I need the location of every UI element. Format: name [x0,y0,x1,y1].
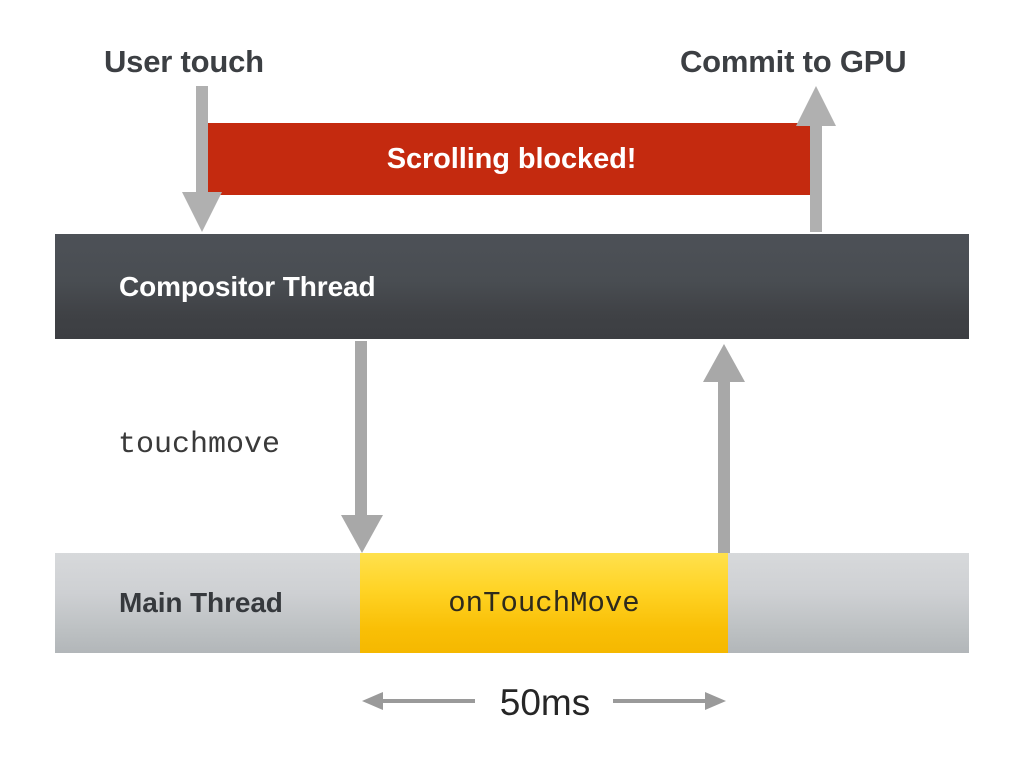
ontouchmove-label: onTouchMove [448,586,640,620]
ontouchmove-block: onTouchMove [360,553,728,653]
compositor-thread-bar: Compositor Thread [55,234,969,339]
main-thread-label: Main Thread [119,587,283,618]
user-touch-label: User touch [104,44,264,79]
main-to-compositor-up-arrow [703,344,745,553]
touchmove-label: touchmove [118,428,281,462]
measurement-value-label: 50ms [499,682,591,723]
scrolling-blocked-label: Scrolling blocked! [386,142,637,175]
compositor-thread-label: Compositor Thread [119,270,376,302]
touchmove-down-arrow [341,341,383,553]
commit-to-gpu-label: Commit to GPU [680,44,907,79]
scrolling-blocked-bar: Scrolling blocked! [205,123,818,195]
